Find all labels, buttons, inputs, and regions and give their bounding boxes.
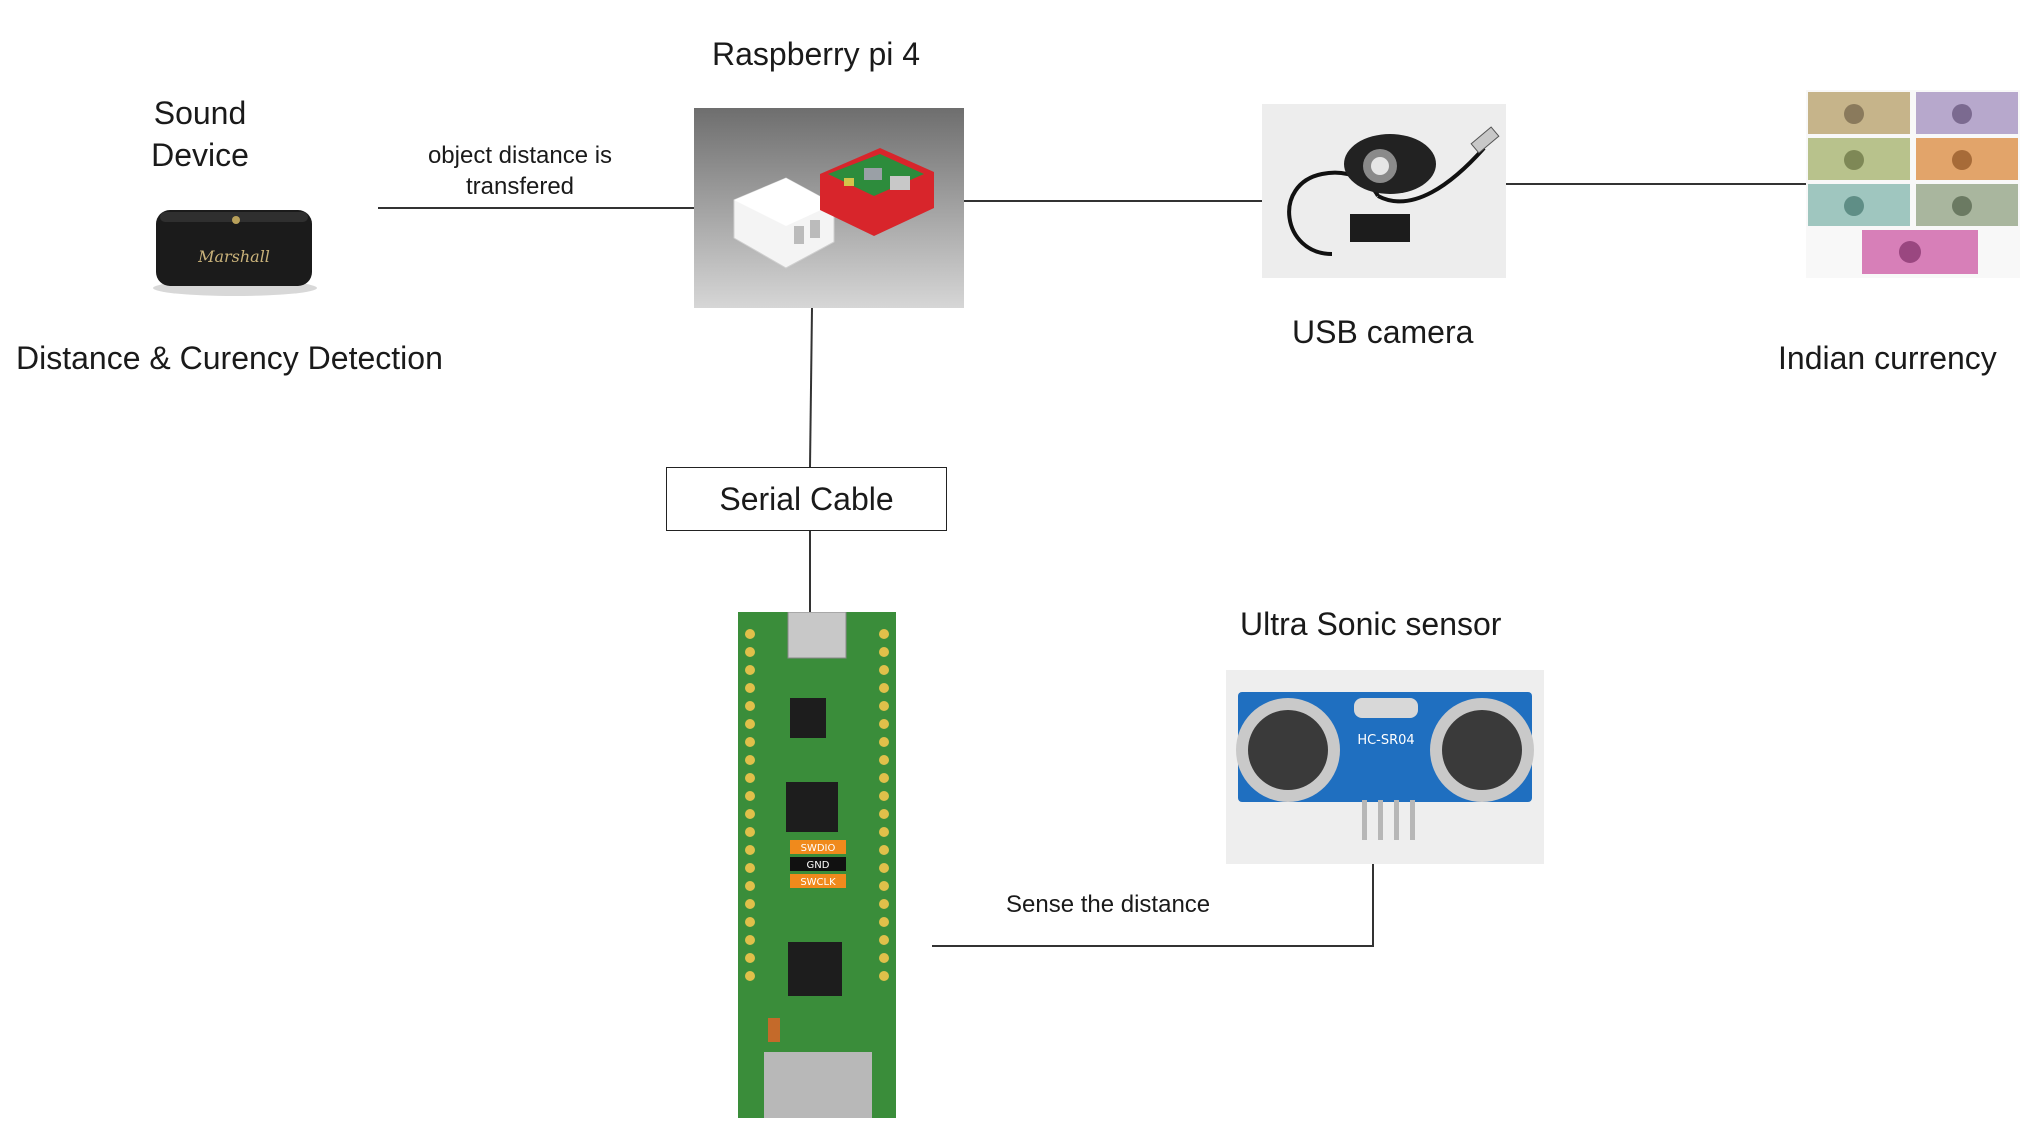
edge-label-line2: transfered [465, 173, 575, 200]
ultrasonic-model: HC-SR04 [1357, 733, 1414, 748]
serial-cable-title: Serial Cable [719, 480, 894, 517]
raspberry-pi-image [694, 108, 964, 308]
pico-board-image: SWDIO GND SWCLK [738, 612, 896, 1118]
pico-label-gnd: GND [807, 860, 830, 871]
edge-label-distance-transfer: object distance is transfered [400, 140, 640, 202]
pico-label-swclk: SWCLK [800, 877, 836, 888]
edge-label-sense-distance: Sense the distance [1006, 891, 1211, 918]
serial-cable-node: Serial Cable [666, 467, 947, 531]
sound-device-title-line2: Device [151, 137, 249, 173]
usb-camera-title: USB camera [1292, 314, 1474, 350]
raspberry-pi-title: Raspberry pi 4 [712, 36, 921, 72]
sound-device-caption: Distance & Curency Detection [16, 340, 443, 376]
sound-device-title-line1: Sound [153, 95, 247, 131]
currency-title: Indian currency [1778, 340, 1997, 376]
edge-sensor-to-pico [932, 864, 1374, 947]
speaker-image: Marshall [153, 210, 317, 296]
ultrasonic-sensor-image: HC-SR04 [1226, 670, 1544, 864]
speaker-brand: Marshall [197, 247, 270, 266]
edge-pi-to-serial [809, 307, 813, 468]
usb-camera-image [1262, 104, 1506, 278]
edge-label-line1: object distance is [427, 142, 613, 169]
currency-image [1806, 90, 2020, 278]
ultrasonic-title: Ultra Sonic sensor [1240, 606, 1502, 642]
pico-label-swdio: SWDIO [801, 843, 836, 854]
sound-device-title: Sound Device [150, 92, 250, 176]
